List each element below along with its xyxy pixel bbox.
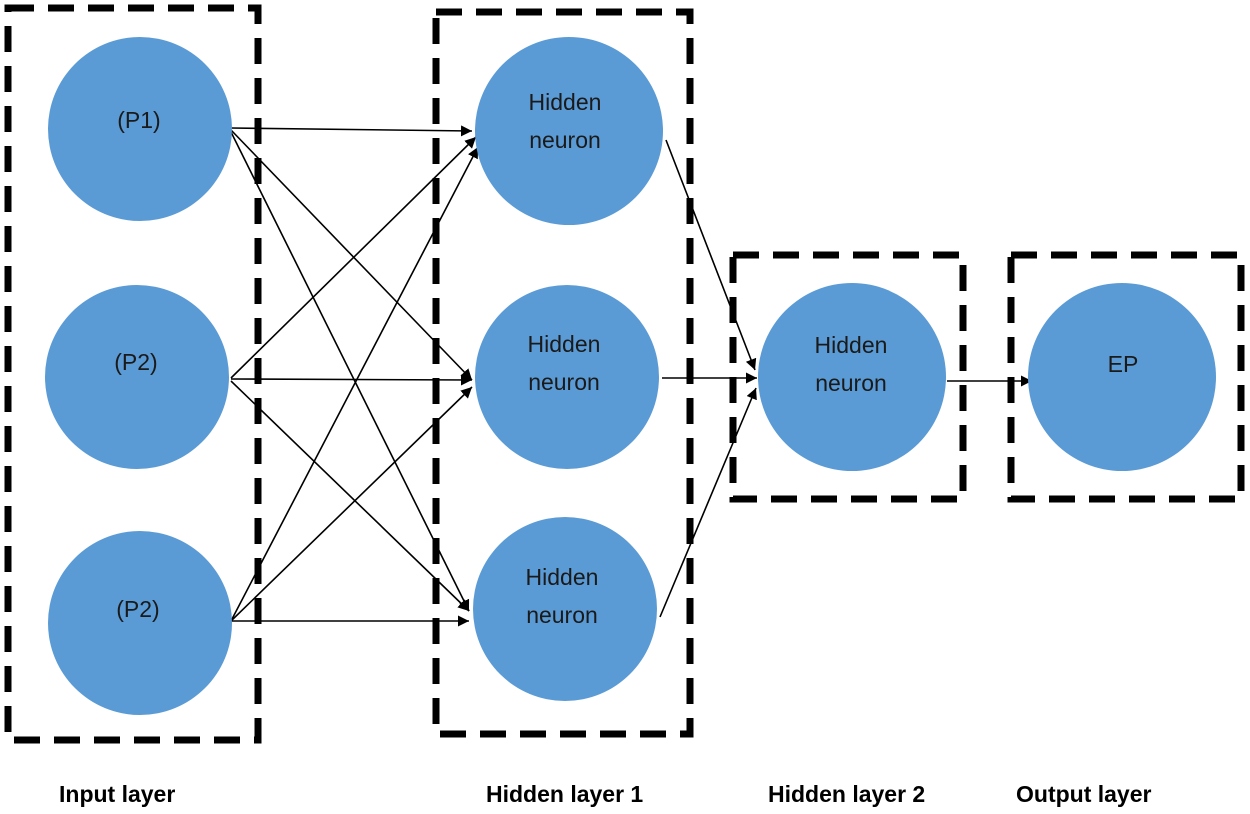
edge-hidden1a-hidden2	[665, 139, 757, 371]
node-circle	[473, 517, 657, 701]
edge-input1-hidden1a	[230, 125, 473, 137]
node-label-line-1: Hidden	[529, 89, 602, 115]
edge-input3-hidden1a	[230, 146, 479, 622]
input-node-3: (P2)	[48, 531, 232, 715]
hidden-layer-2-box	[729, 251, 967, 503]
node-circle	[475, 285, 659, 469]
node-circle	[48, 37, 232, 221]
node-label-line-2: neuron	[529, 127, 601, 153]
node-label-line-2: neuron	[526, 602, 598, 628]
node-circle	[475, 37, 663, 225]
node-label-line-1: Hidden	[528, 331, 601, 357]
node-label-line-1: Hidden	[815, 332, 888, 358]
output-layer-box	[1007, 251, 1245, 503]
node-label-line-2: neuron	[815, 370, 887, 396]
edges	[230, 125, 1032, 627]
input-layer-box	[4, 4, 262, 744]
hidden2-node-1: Hidden neuron	[758, 283, 946, 471]
node-label-line-2: neuron	[528, 369, 600, 395]
hidden-layer-2-label: Hidden layer 2	[768, 781, 925, 807]
hidden1-node-2: Hidden neuron	[475, 285, 659, 469]
node-circle	[45, 285, 229, 469]
edge-input2-hidden1b	[230, 374, 473, 386]
node-label: (P2)	[114, 349, 157, 375]
node-label: EP	[1108, 351, 1139, 377]
edge-input2-hidden1a	[230, 136, 477, 379]
output-layer-label: Output layer	[1016, 781, 1152, 807]
edge-input1-hidden1c	[230, 131, 470, 612]
input-node-2: (P2)	[45, 285, 229, 469]
hidden1-node-3: Hidden neuron	[473, 517, 657, 701]
node-label: (P2)	[116, 596, 159, 622]
hidden-layer-1-label: Hidden layer 1	[486, 781, 643, 807]
input-node-1: (P1)	[48, 37, 232, 221]
node-label: (P1)	[117, 107, 160, 133]
node-circle	[1028, 283, 1216, 471]
output-node-1: EP	[1028, 283, 1216, 471]
node-circle	[48, 531, 232, 715]
input-layer-label: Input layer	[59, 781, 175, 807]
edge-input3-hidden1b	[230, 386, 473, 622]
hidden1-node-1: Hidden neuron	[475, 37, 663, 225]
edge-input1-hidden1b	[230, 129, 473, 381]
node-label-line-1: Hidden	[526, 564, 599, 590]
hidden-layer-1-box	[432, 8, 694, 738]
edge-hidden1c-hidden2	[659, 387, 757, 618]
node-circle	[758, 283, 946, 471]
edge-input2-hidden1c	[230, 380, 470, 612]
